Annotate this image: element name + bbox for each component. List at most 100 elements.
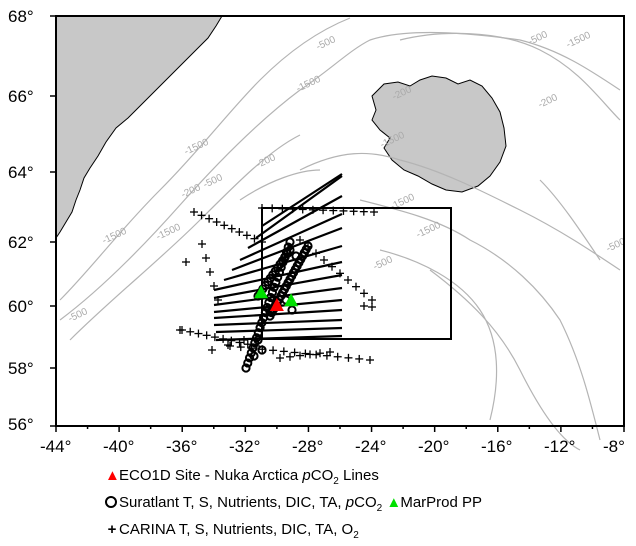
carina-plus-marker	[226, 342, 234, 350]
y-tick-label: 64°	[8, 163, 34, 182]
contour-label: -500	[372, 254, 395, 273]
suratlant-circle-marker	[269, 282, 279, 292]
carina-plus-marker	[316, 349, 324, 358]
carina-plus-marker	[202, 331, 211, 340]
carina-plus-marker	[336, 269, 344, 278]
axis-ticks	[50, 15, 625, 432]
carina-plus-marker	[296, 236, 304, 244]
carina-plus-marker	[194, 329, 203, 338]
legend-carina: +CARINA T, S, Nutrients, DIC, TA, O2	[105, 519, 482, 546]
carina-plus-marker	[360, 289, 368, 298]
legend-suratlant-mid: CO	[354, 494, 377, 511]
legend-suratlant-text: Suratlant T, S, Nutrients, DIC, TA,	[119, 494, 346, 511]
green-triangle-icon: ▲	[386, 494, 402, 511]
contour-label: -1500	[565, 30, 593, 51]
x-tick-label: -12°	[544, 437, 575, 456]
suratlant-circle-marker	[265, 307, 275, 317]
carina-plus-marker	[208, 346, 216, 354]
carina-plus-marker	[368, 303, 376, 311]
x-tick-label: -32°	[229, 437, 260, 456]
x-tick-label: -44°	[40, 437, 71, 456]
contour-label: -1500	[101, 226, 129, 247]
y-tick-label: 56°	[8, 415, 34, 434]
carina-plus-marker	[210, 282, 218, 290]
carina-plus-marker	[227, 224, 236, 233]
carina-plus-marker	[190, 208, 198, 216]
carina-plus-marker	[352, 282, 360, 291]
suratlant-station-markers	[241, 237, 313, 373]
y-tick-label: 68°	[8, 7, 34, 26]
eco1d-triangle-marker	[269, 298, 284, 311]
carina-plus-marker	[176, 326, 184, 334]
y-tick-label: 60°	[8, 297, 34, 316]
suratlant-circle-marker	[241, 363, 251, 373]
marprod-pp-markers	[254, 285, 299, 307]
legend-suratlant-italic: p	[345, 494, 355, 511]
contour-label: -200	[537, 92, 560, 111]
suratlant-circle-marker	[257, 345, 267, 355]
suratlant-circle-marker	[255, 323, 265, 333]
carina-plus-marker	[326, 348, 334, 356]
x-tick-label: -20°	[418, 437, 449, 456]
carina-plus-marker	[306, 350, 314, 359]
carina-plus-marker	[290, 348, 299, 357]
suratlant-circle-marker	[248, 343, 258, 353]
carina-plus-marker	[210, 333, 219, 342]
carina-plus-marker	[360, 302, 368, 310]
carina-plus-marker	[298, 205, 307, 214]
y-tick-label: 66°	[8, 87, 34, 106]
carina-plus-marker	[227, 336, 236, 345]
carina-plus-marker	[236, 343, 245, 352]
contour-label: -1500	[183, 137, 211, 158]
suratlant-circle-marker	[285, 245, 295, 255]
carina-plus-marker	[182, 258, 190, 266]
carina-plus-marker	[286, 352, 294, 361]
y-tick-label: 62°	[8, 233, 34, 252]
carina-plus-marker	[205, 214, 214, 223]
carina-plus-marker	[328, 262, 336, 271]
carina-plus-marker	[344, 276, 352, 284]
x-tick-label: -24°	[355, 437, 386, 456]
legend-eco1d-post: Lines	[338, 467, 379, 484]
carina-plus-marker	[368, 296, 376, 304]
carina-plus-marker	[355, 354, 364, 363]
carina-plus-marker	[288, 205, 297, 214]
nuka-arctica-pco2-lines	[213, 173, 343, 342]
carina-plus-marker	[220, 221, 229, 230]
legend-eco1d-italic: p	[302, 467, 311, 484]
suratlant-circle-marker	[244, 353, 255, 363]
red-triangle-icon: ▲	[105, 467, 120, 484]
contour-label: -500	[315, 34, 338, 53]
eco1d-site-marker	[269, 298, 284, 311]
carina-plus-marker	[296, 351, 304, 360]
contour-label: -500	[67, 306, 90, 325]
carina-plus-marker	[279, 347, 288, 356]
carina-station-markers	[176, 204, 378, 364]
x-axis-labels: -44° -40° -36° -32° -28° -24° -20° -16° …	[40, 437, 625, 456]
marprod-triangle-marker	[254, 285, 269, 299]
contour-label: -200	[255, 152, 278, 171]
contour-label: -200	[180, 182, 203, 201]
carina-plus-marker	[242, 231, 251, 240]
carina-plus-marker	[198, 240, 206, 248]
contour-label: -1500	[389, 192, 417, 213]
contour-label: -1500	[155, 222, 183, 243]
suratlant-circle-marker	[291, 251, 301, 261]
carina-plus-marker	[235, 338, 244, 347]
contour-label: -500	[202, 172, 225, 191]
bathymetry-contours	[59, 17, 621, 451]
x-tick-label: -36°	[166, 437, 197, 456]
contour-label: -1500	[295, 74, 323, 95]
carina-plus-marker	[370, 208, 378, 216]
carina-plus-marker	[186, 327, 195, 336]
carina-plus-marker	[312, 249, 320, 258]
y-axis-labels: 68° 66° 64° 62° 60° 58° 56°	[8, 7, 34, 434]
carina-plus-marker	[320, 256, 328, 264]
carina-plus-marker	[240, 336, 248, 344]
x-tick-label: -8°	[603, 437, 625, 456]
contour-label: -1500	[415, 220, 443, 241]
carina-plus-marker	[344, 353, 353, 362]
suratlant-circle-marker	[287, 305, 297, 315]
legend-eco1d-text: ECO1D Site - Nuka Arctica	[119, 467, 303, 484]
legend-suratlant: Suratlant T, S, Nutrients, DIC, TA, pCO2…	[105, 492, 482, 519]
